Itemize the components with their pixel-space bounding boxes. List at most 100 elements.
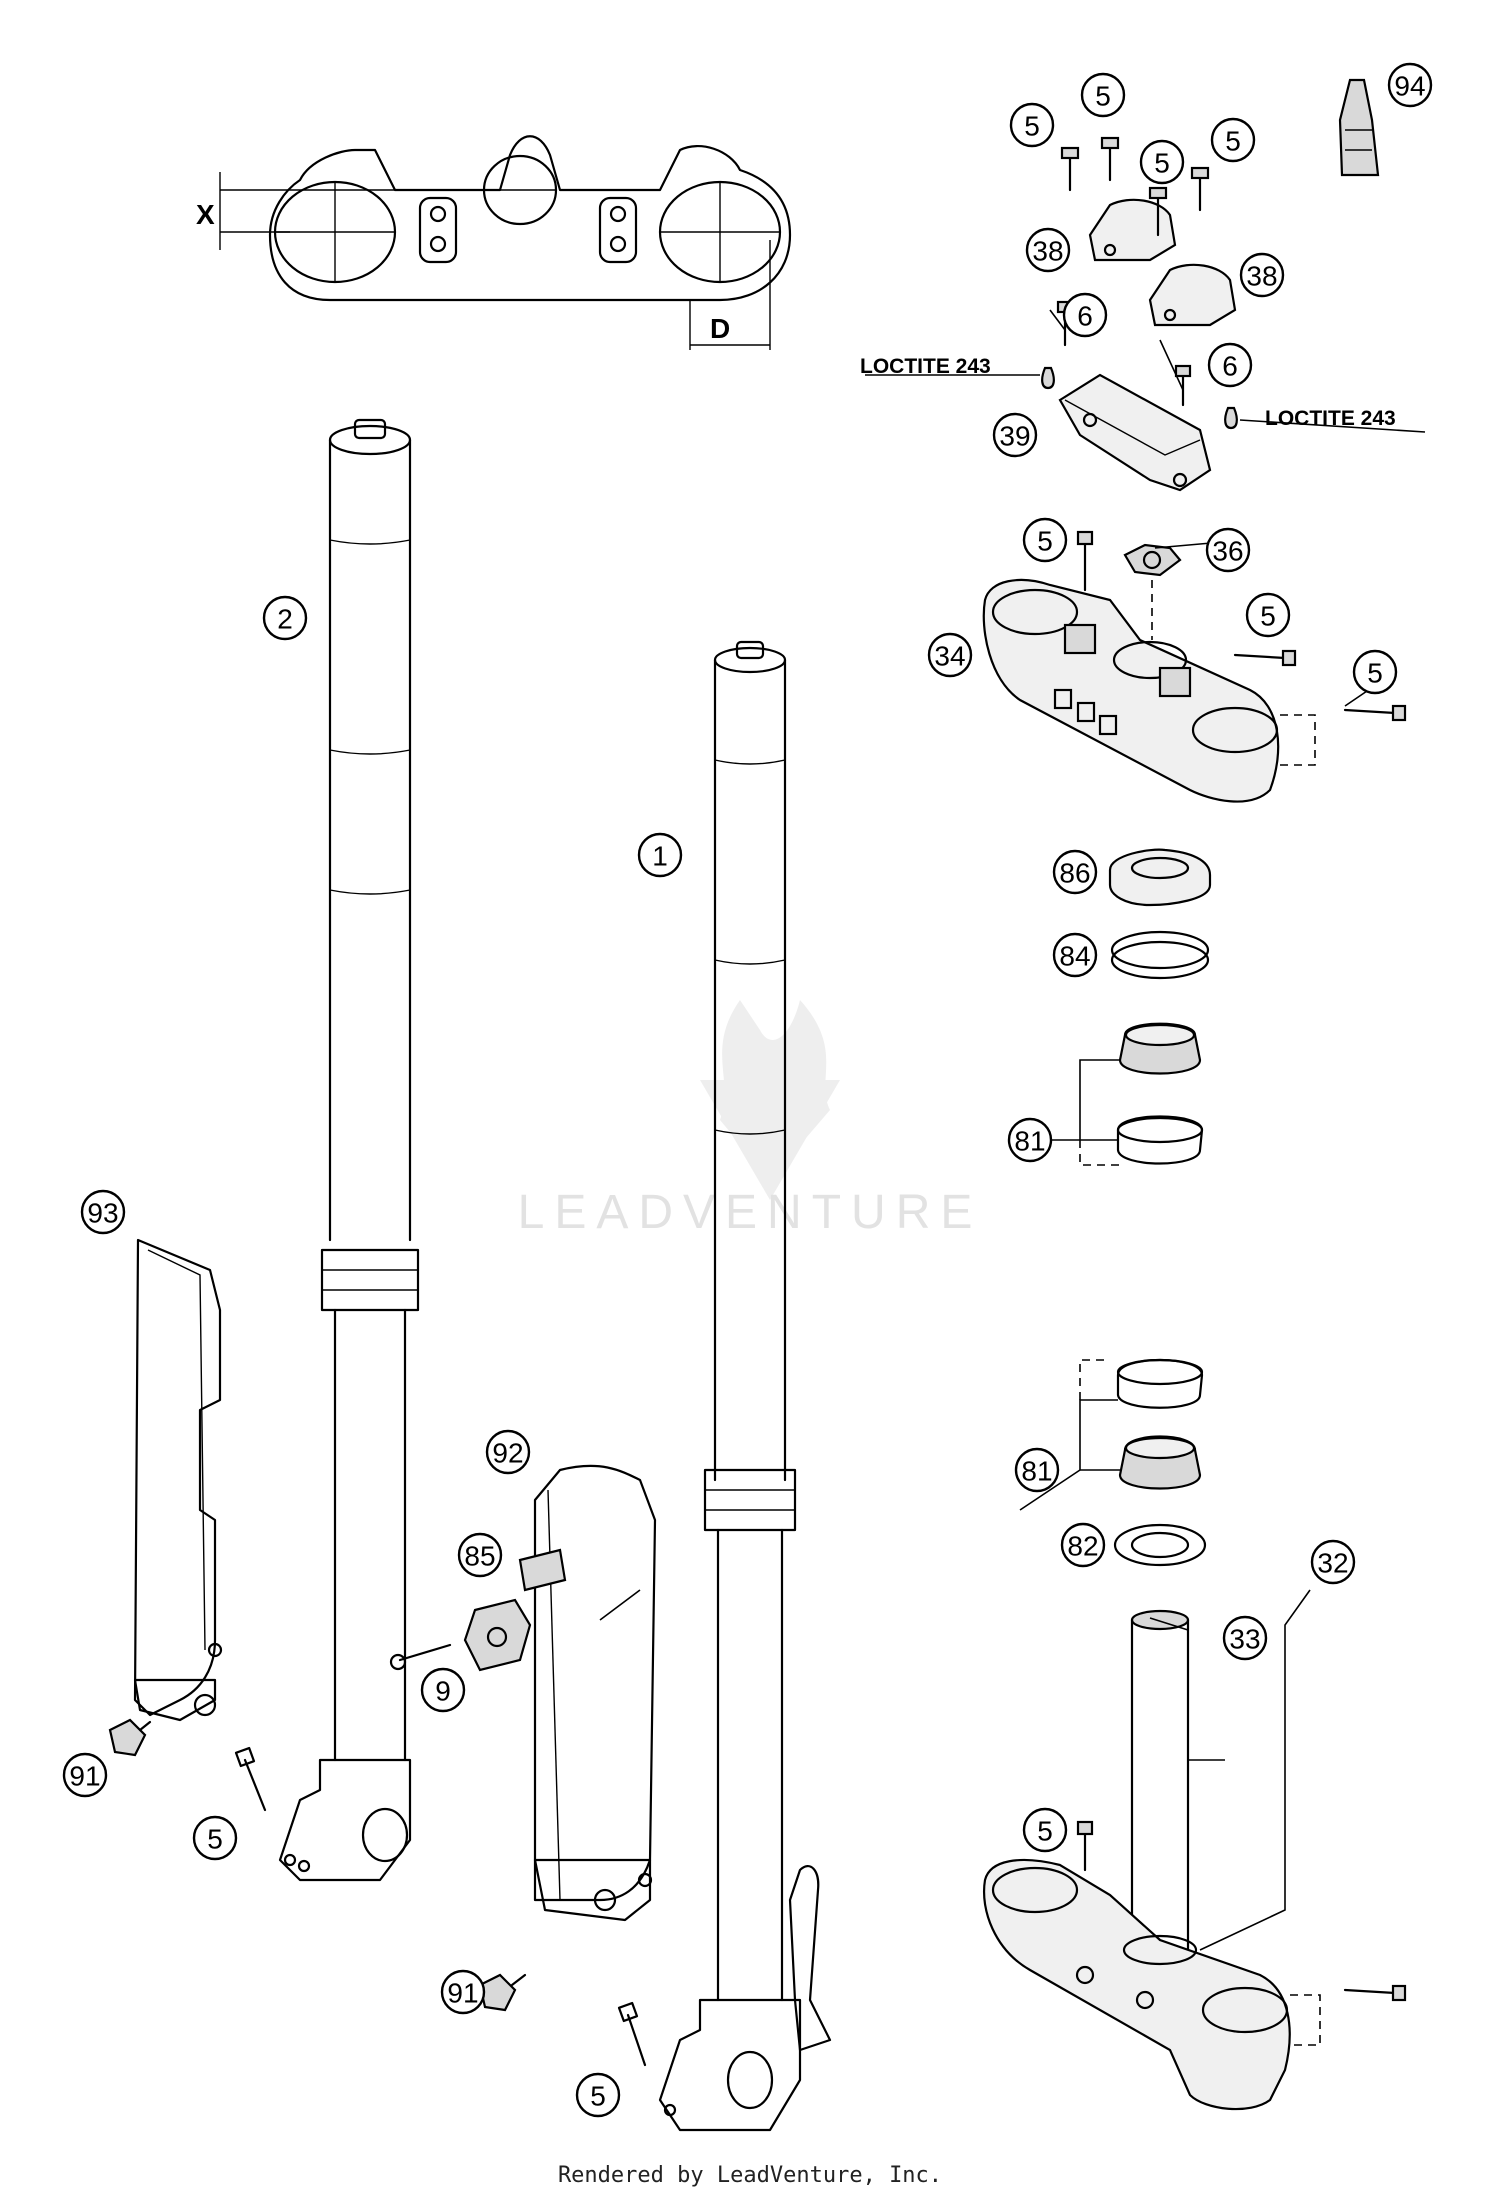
svg-text:5: 5: [1367, 658, 1383, 689]
footer-credit: Rendered by LeadVenture, Inc.: [558, 2163, 942, 2188]
callout-91-right: 91: [440, 1969, 486, 2015]
callout-81-lower: 81: [1014, 1447, 1060, 1493]
bolts-5-lower-clamp: [1076, 1820, 1407, 2002]
svg-text:5: 5: [1095, 81, 1111, 112]
callout-36: 36: [1205, 527, 1251, 573]
seal-82: [1113, 1523, 1207, 1567]
svg-text:82: 82: [1067, 1531, 1098, 1562]
callout-33: 33: [1222, 1615, 1268, 1661]
dimension-d-label: D: [710, 313, 730, 344]
svg-text:5: 5: [207, 1824, 223, 1855]
svg-text:5: 5: [1037, 1816, 1053, 1847]
bearing-81-upper: [1079, 1022, 1204, 1166]
svg-text:81: 81: [1021, 1456, 1052, 1487]
svg-text:6: 6: [1077, 301, 1093, 332]
callout-5-clamp-pinch: 5: [1352, 649, 1398, 695]
lower-triple-clamp-32: [983, 1589, 1321, 2111]
callout-leaders: [599, 309, 1396, 1631]
bearing-81-lower: [1079, 1358, 1204, 1490]
screw-91b: [478, 1973, 527, 2012]
steering-stem-33: [1130, 1609, 1225, 1952]
handlebar-clamp-38a: [1088, 198, 1177, 262]
callout-5-top-d: 5: [1210, 117, 1256, 163]
top-nut-36: [1123, 543, 1182, 640]
svg-text:36: 36: [1212, 536, 1243, 567]
callout-38-right: 38: [1239, 252, 1285, 298]
svg-text:2: 2: [277, 604, 293, 635]
svg-text:86: 86: [1059, 858, 1090, 889]
fork-leg-1: [658, 640, 832, 2132]
watermark: LEADVENTURE: [518, 1000, 983, 1239]
bolt-9: [389, 1643, 452, 1671]
svg-text:32: 32: [1317, 1548, 1348, 1579]
dust-seal-86: [1108, 848, 1212, 907]
svg-text:1: 1: [652, 841, 668, 872]
callout-5-left-foot: 5: [192, 1815, 238, 1861]
handlebar-clamp-38b: [1148, 263, 1237, 327]
svg-text:5: 5: [590, 2081, 606, 2112]
svg-text:92: 92: [492, 1438, 523, 1469]
callout-82: 82: [1060, 1522, 1106, 1568]
svg-text:5: 5: [1024, 111, 1040, 142]
svg-text:85: 85: [464, 1541, 495, 1572]
seal-ring-84: [1110, 930, 1210, 980]
callout-5-top-c: 5: [1139, 139, 1185, 185]
callout-84: 84: [1052, 932, 1098, 978]
callout-1: 1: [637, 832, 683, 878]
svg-text:91: 91: [69, 1761, 100, 1792]
loctite-bottle-94: [1338, 78, 1380, 177]
callout-94: 94: [1387, 62, 1433, 108]
screw-91a: [108, 1718, 152, 1757]
svg-text:38: 38: [1246, 261, 1277, 292]
callout-32: 32: [1310, 1539, 1356, 1585]
svg-text:5: 5: [1154, 148, 1170, 179]
fork-guard-93: [133, 1238, 223, 1722]
bolt-5-left-foot: [234, 1746, 267, 1812]
callout-9: 9: [420, 1667, 466, 1713]
callout-86: 86: [1052, 849, 1098, 895]
callout-93: 93: [80, 1189, 126, 1235]
bar-mount-39: [1058, 373, 1212, 492]
callout-2: 2: [262, 595, 308, 641]
fork-guard-92: [518, 1464, 657, 1922]
callout-91-left: 91: [62, 1752, 108, 1798]
svg-text:5: 5: [1260, 601, 1276, 632]
triple-clamp-top-view: X D: [196, 135, 792, 350]
callout-5-top-a: 5: [1009, 102, 1055, 148]
svg-text:94: 94: [1394, 71, 1425, 102]
svg-text:84: 84: [1059, 941, 1090, 972]
bolts-5-top: [1060, 136, 1210, 237]
callout-5-top-b: 5: [1080, 72, 1126, 118]
svg-text:34: 34: [934, 641, 965, 672]
callout-81-upper: 81: [1007, 1117, 1053, 1163]
callout-5-nut: 5: [1022, 517, 1068, 563]
svg-text:38: 38: [1032, 236, 1063, 267]
callout-6-right: 6: [1207, 342, 1253, 388]
bolt-5-right-foot: [617, 2001, 647, 2067]
bolts-5-upper-clamp: [1076, 530, 1407, 722]
callout-5-clamp-side: 5: [1245, 592, 1291, 638]
svg-text:6: 6: [1222, 351, 1238, 382]
svg-text:5: 5: [1225, 126, 1241, 157]
svg-text:33: 33: [1229, 1624, 1260, 1655]
callout-34: 34: [927, 632, 973, 678]
fork-leg-2: [278, 418, 420, 1882]
callout-85: 85: [457, 1532, 503, 1578]
svg-text:91: 91: [447, 1978, 478, 2009]
callout-38-left: 38: [1025, 227, 1071, 273]
svg-text:81: 81: [1014, 1126, 1045, 1157]
callout-5-lower-clamp: 5: [1022, 1807, 1068, 1853]
callout-92: 92: [485, 1429, 531, 1475]
callout-5-right-foot: 5: [575, 2072, 621, 2118]
loctite-label-left: LOCTITE 243: [860, 355, 991, 378]
callout-6-left: 6: [1062, 292, 1108, 338]
dimension-x-label: X: [196, 199, 215, 230]
svg-text:39: 39: [999, 421, 1030, 452]
loctite-drops: [865, 366, 1426, 433]
loctite-label-right: LOCTITE 243: [1265, 407, 1396, 430]
svg-text:9: 9: [435, 1676, 451, 1707]
svg-text:93: 93: [87, 1198, 118, 1229]
watermark-text: LEADVENTURE: [518, 1186, 983, 1239]
watermark-logo-icon: [700, 1000, 840, 1200]
